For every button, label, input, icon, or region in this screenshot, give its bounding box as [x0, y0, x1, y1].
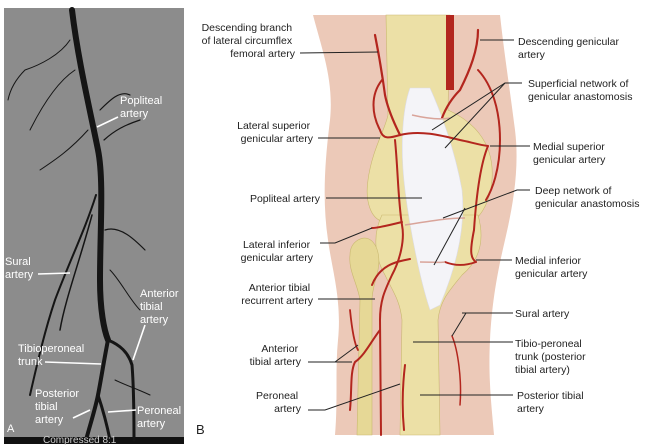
- label-b-descending-branch-lateral-circumflex-femoral-artery: Descending branch of lateral circumflex …: [202, 22, 296, 60]
- panel-b-illustration: Descending branch of lateral circumflex …: [196, 14, 639, 437]
- angiogram-compression-note: Compressed 8:1: [43, 435, 117, 446]
- label-b-deep-network-genicular-anastomosis: Deep network of genicular anastomosis: [535, 185, 639, 210]
- arteries: [349, 15, 502, 436]
- fibula-bone: [349, 237, 380, 436]
- label-b-popliteal-artery: Popliteal artery: [250, 193, 321, 205]
- label-a-popliteal-artery: Popliteal artery: [120, 95, 165, 120]
- label-a-posterior-tibial-artery: Posterior tibial artery: [35, 388, 82, 426]
- label-b-tibio-peroneal-trunk: Tibio-peroneal trunk (posterior tibial a…: [515, 338, 589, 376]
- panel-a-letter: A: [7, 423, 15, 435]
- label-a-sural-artery: Sural artery: [5, 256, 34, 281]
- panel-a-angiogram: Popliteal artery Sural artery Anterior t…: [4, 7, 184, 446]
- label-b-anterior-tibial-artery: Anterior tibial artery: [250, 343, 302, 368]
- label-b-lateral-inferior-genicular-artery: Lateral inferior genicular artery: [241, 239, 314, 264]
- label-b-medial-inferior-genicular-artery: Medial inferior genicular artery: [515, 255, 588, 280]
- label-b-anterior-tibial-recurrent-artery: Anterior tibial recurrent artery: [241, 282, 314, 307]
- label-a-anterior-tibial-artery: Anterior tibial artery: [140, 288, 182, 326]
- angiogram-leader-lines: [37, 116, 146, 419]
- label-a-tibioperoneal-trunk: Tibioperoneal trunk: [18, 343, 87, 368]
- label-a-peroneal-artery: Peroneal artery: [137, 405, 184, 430]
- angiogram-footer-bar: [4, 437, 184, 444]
- illustration-leader-lines: [299, 39, 530, 411]
- label-b-posterior-tibial-artery: Posterior tibial artery: [517, 390, 586, 415]
- popliteal-ligament-area: [401, 87, 464, 311]
- label-b-medial-superior-genicular-artery: Medial superior genicular artery: [533, 141, 608, 166]
- panel-b-letter: B: [196, 422, 205, 437]
- angiogram-background: [4, 8, 184, 444]
- label-b-sural-artery: Sural artery: [515, 308, 570, 320]
- label-b-peroneal-artery: Peroneal artery: [256, 390, 302, 415]
- angiogram-vessels: [7, 7, 151, 442]
- label-b-superficial-network-genicular-anastomosis: Superficial network of genicular anastom…: [528, 78, 632, 103]
- label-b-lateral-superior-genicular-artery: Lateral superior genicular artery: [237, 120, 314, 145]
- label-b-descending-genicular-artery: Descending genicular artery: [518, 36, 622, 61]
